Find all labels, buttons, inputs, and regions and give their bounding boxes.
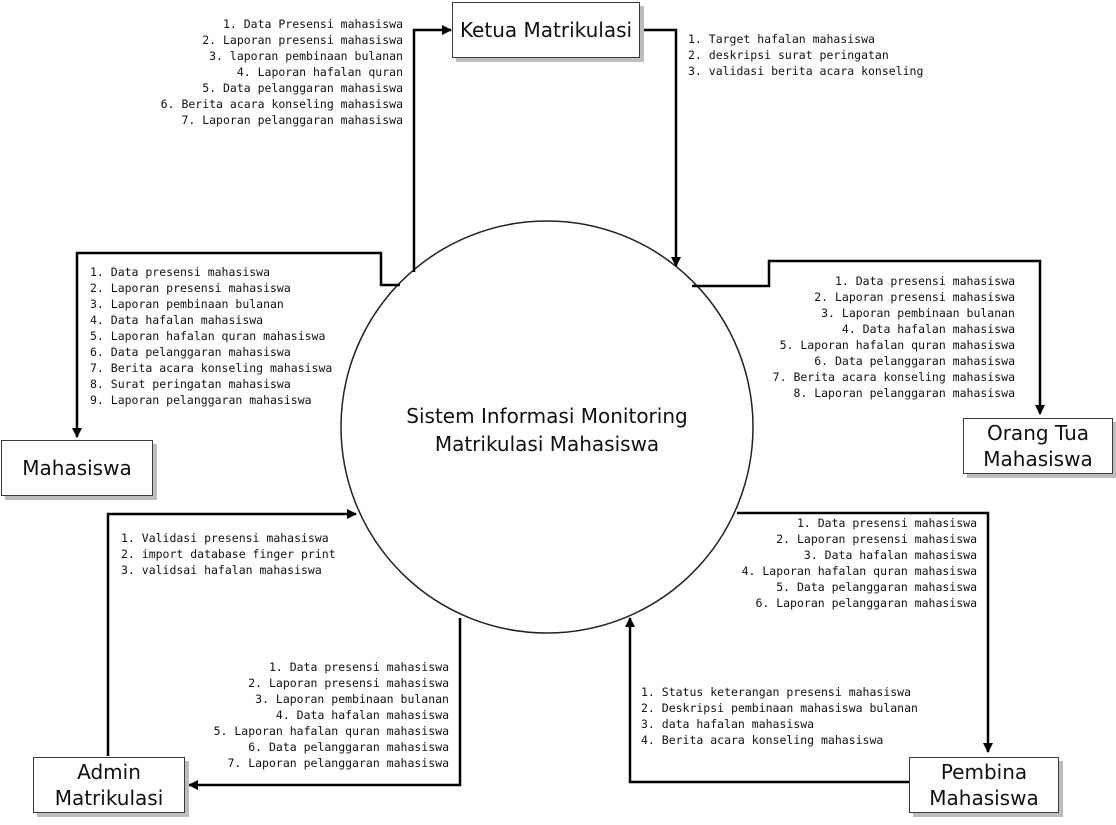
flow-line-system-to-mahasiswa	[72, 251, 400, 438]
flow-item: 6. Data pelanggaran mahasiswa	[90, 345, 291, 359]
entity-mahasiswa-label: Mahasiswa	[22, 456, 132, 480]
flow-line-system-to-admin	[188, 618, 462, 790]
flow-item: 8. Laporan pelanggaran mahasiswa	[793, 386, 1015, 400]
flow-item: 2. import database finger print	[121, 547, 336, 561]
flow-item: 3. data hafalan mahasiswa	[641, 717, 815, 731]
flow-label-system-to-admin: 1. Data presensi mahasiswa 2. Laporan pr…	[214, 659, 449, 771]
flow-line-pembina-to-system	[625, 617, 909, 784]
entity-orang-tua-label-2: Mahasiswa	[983, 447, 1093, 471]
flow-item: 1. Data presensi mahasiswa	[90, 265, 271, 279]
entity-orang-tua-mahasiswa: Orang Tua Mahasiswa	[963, 418, 1113, 474]
flow-line-system-to-pembina	[737, 511, 993, 753]
flow-line-admin-to-system	[106, 509, 357, 756]
entity-pembina-label-2: Mahasiswa	[929, 786, 1039, 810]
entity-pembina-label-1: Pembina	[940, 760, 1028, 784]
flow-item: 6. Laporan pelanggaran mahasiswa	[755, 596, 977, 610]
flow-item: 5. Laporan hafalan quran mahasiswa	[213, 724, 449, 738]
flow-item: 2. Laporan presensi mahasiswa	[90, 281, 291, 295]
entity-orang-tua-label-1: Orang Tua	[986, 421, 1090, 445]
flow-item: 1. Validasi presensi mahasiswa	[121, 531, 329, 545]
flow-item: 3. laporan pembinaan bulanan	[209, 49, 403, 63]
entity-mahasiswa: Mahasiswa	[1, 440, 153, 496]
flow-item: 4. Laporan hafalan quran	[236, 65, 403, 79]
flow-item: 3. Data hafalan mahasiswa	[803, 548, 977, 562]
flow-item: 1. Status keterangan presensi mahasiswa	[641, 685, 912, 699]
flow-item: 5. Data pelanggaran mahasiswa	[202, 81, 403, 95]
flow-item: 3. Laporan pembinaan bulanan	[821, 306, 1015, 320]
flow-item: 3. Laporan pembinaan bulanan	[90, 297, 284, 311]
flow-item: 4. Data hafalan mahasiswa	[841, 322, 1015, 336]
flow-item: 1. Target hafalan mahasiswa	[688, 32, 875, 46]
flow-item: 4. Laporan hafalan quran mahasiswa	[741, 564, 977, 578]
flow-item: 3. validasi berita acara konseling	[688, 64, 924, 78]
flow-label-system-to-pembina: 1. Data presensi mahasiswa 2. Laporan pr…	[742, 515, 977, 611]
flow-item: 6. Data pelanggaran mahasiswa	[248, 740, 449, 754]
flow-item: 1. Data presensi mahasiswa	[268, 660, 449, 674]
flow-line-ketua-to-system	[641, 28, 681, 267]
flow-item: 5. Laporan hafalan quran mahasiswa	[779, 338, 1015, 352]
flow-item: 2. Laporan presensi mahasiswa	[814, 290, 1015, 304]
flow-item: 1. Data presensi mahasiswa	[834, 274, 1015, 288]
flow-item: 3. Laporan pembinaan bulanan	[255, 692, 449, 706]
flow-item: 2. Laporan presensi mahasiswa	[776, 532, 977, 546]
flow-item: 5. Laporan hafalan quran mahasiswa	[90, 329, 326, 343]
process-circle	[340, 220, 754, 634]
entity-ketua-label: Ketua Matrikulasi	[459, 18, 633, 42]
flow-item: 6. Data pelanggaran mahasiswa	[814, 354, 1015, 368]
flow-item: 1. Data presensi mahasiswa	[796, 516, 977, 530]
entity-admin-label-2: Matrikulasi	[54, 786, 164, 810]
flow-item: 2. Laporan presensi mahasiswa	[248, 676, 449, 690]
entity-admin-matrikulasi: Admin Matrikulasi	[33, 757, 185, 813]
flow-item: 1. Data Presensi mahasiswa	[222, 17, 403, 31]
process-title-line-2: Matrikulasi Mahasiswa	[434, 432, 660, 456]
flow-label-system-to-ketua: 1. Data Presensi mahasiswa 2. Laporan pr…	[161, 16, 403, 128]
flow-line-system-to-orang-tua	[692, 259, 1045, 415]
flow-item: 7. Berita acara konseling mahasiswa	[90, 361, 333, 375]
flow-item: 4. Data hafalan mahasiswa	[275, 708, 449, 722]
entity-admin-label-1: Admin	[77, 760, 141, 784]
entity-ketua-matrikulasi: Ketua Matrikulasi	[452, 2, 640, 58]
flow-item: 7. Laporan pelanggaran mahasiswa	[181, 113, 403, 127]
flow-label-admin-to-system: 1. Validasi presensi mahasiswa 2. import…	[121, 530, 336, 578]
flow-item: 2. deskripsi surat peringatan	[688, 48, 889, 62]
flow-item: 4. Berita acara konseling mahasiswa	[641, 733, 884, 747]
entity-pembina-mahasiswa: Pembina Mahasiswa	[909, 757, 1059, 813]
flow-item: 9. Laporan pelanggaran mahasiswa	[90, 393, 312, 407]
flow-item: 3. validsai hafalan mahasiswa	[121, 563, 322, 577]
flow-item: 4. Data hafalan mahasiswa	[90, 313, 264, 327]
flow-item: 2. Laporan presensi mahasiswa	[202, 33, 403, 47]
process-title-line-1: Sistem Informasi Monitoring	[406, 404, 688, 428]
flow-label-system-to-mahasiswa: 1. Data presensi mahasiswa 2. Laporan pr…	[90, 264, 332, 408]
flow-item: 6. Berita acara konseling mahasiswa	[160, 97, 403, 111]
flow-label-system-to-orang-tua: 1. Data presensi mahasiswa 2. Laporan pr…	[773, 273, 1015, 401]
flow-label-pembina-to-system: 1. Status keterangan presensi mahasiswa …	[641, 684, 918, 748]
flow-item: 8. Surat peringatan mahasiswa	[90, 377, 291, 391]
flow-item: 5. Data pelanggaran mahasiswa	[776, 580, 977, 594]
flow-item: 7. Laporan pelanggaran mahasiswa	[227, 756, 449, 770]
flow-item: 2. Deskripsi pembinaan mahasiswa bulanan	[641, 701, 918, 715]
flow-item: 7. Berita acara konseling mahasiswa	[772, 370, 1015, 384]
flow-line-system-to-ketua	[412, 25, 452, 272]
flow-label-ketua-to-system: 1. Target hafalan mahasiswa 2. deskripsi…	[688, 31, 923, 79]
process-title: Sistem Informasi Monitoring Matrikulasi …	[343, 402, 751, 458]
